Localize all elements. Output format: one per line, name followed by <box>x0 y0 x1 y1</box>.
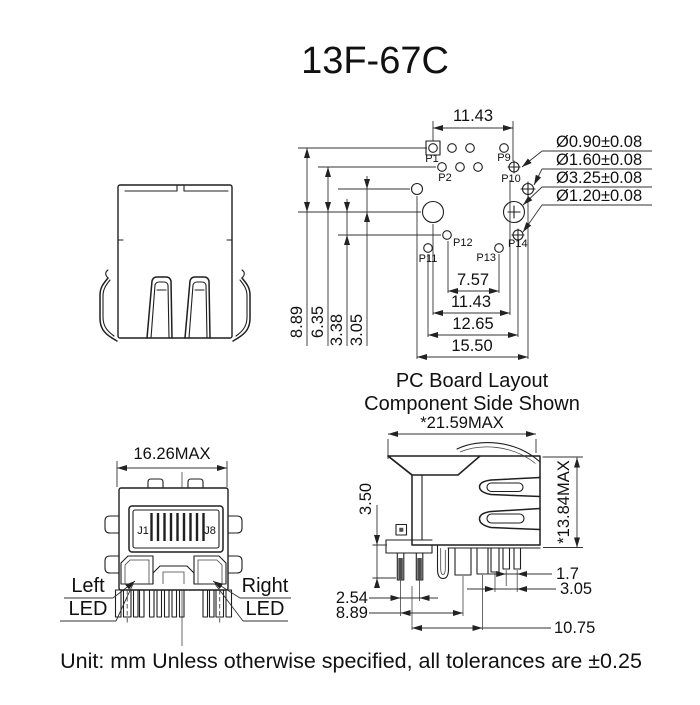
pin-label-p9: P9 <box>497 152 510 164</box>
callout-d160: Ø1.60±0.08 <box>556 151 642 169</box>
pin-label-p11: P11 <box>419 253 438 265</box>
pcb-ext-lines-bottom <box>416 180 529 359</box>
left-led-word1: Left <box>71 575 105 597</box>
top-view-latch-right <box>184 276 211 339</box>
pcb-dim-top-label: 11.43 <box>453 107 493 125</box>
pcb-caption-line2: Component Side Shown <box>364 393 580 415</box>
front-led-label-left: Left LED <box>60 575 136 622</box>
pin-label-p12: P12 <box>453 237 473 249</box>
side-dim-standoff-group: 3.50 <box>357 483 396 588</box>
pcb-dim-305: 3.05 <box>348 314 366 346</box>
side-dim-width: *21.59MAX <box>420 414 503 432</box>
callout-d120: Ø1.20±0.08 <box>556 187 642 205</box>
pcb-dim-1550: 15.50 <box>451 337 492 355</box>
front-jack-opening <box>128 505 224 553</box>
top-view-seam <box>124 184 229 192</box>
front-contact-comb <box>150 513 205 541</box>
side-dim-led-pitch: 2.54 <box>336 589 368 607</box>
side-body <box>385 441 541 554</box>
pcb-dim-889: 8.89 <box>288 306 306 338</box>
pcb-layout-view: 11.43 P1 P2 P9 P10 P11 <box>288 107 652 415</box>
right-led-word2: LED <box>246 598 285 620</box>
front-body <box>118 487 229 591</box>
pin-label-p13: P13 <box>476 252 496 264</box>
side-dim-pin-row: 3.05 <box>560 580 592 598</box>
pcb-dim-1143: 11.43 <box>451 293 491 311</box>
pcb-holes-medium <box>410 181 536 197</box>
front-contact-j8: J8 <box>204 525 216 537</box>
pcb-dim-1265: 12.65 <box>452 315 493 333</box>
front-led-leg-centerlines <box>126 590 221 623</box>
top-view <box>99 184 251 342</box>
side-dim-led-row: 8.89 <box>336 604 368 622</box>
front-view: 16.26MAX J1 J8 <box>60 445 291 646</box>
front-contact-j1: J1 <box>137 525 149 537</box>
side-dim-standoff: 3.50 <box>357 483 375 515</box>
top-view-body <box>117 184 233 339</box>
pcb-holes-lower <box>423 228 525 253</box>
side-legs <box>396 544 541 630</box>
callout-d325: Ø3.25±0.08 <box>556 169 642 187</box>
pcb-caption-line1: PC Board Layout <box>396 370 549 392</box>
pin-label-p10: P10 <box>501 173 521 185</box>
side-dim-depth: 10.75 <box>554 619 595 637</box>
side-view: *21.59MAX <box>336 414 595 637</box>
front-jack-opening-inner <box>132 509 220 549</box>
pcb-holes-row1 <box>425 140 509 156</box>
front-led-window-right <box>193 555 227 585</box>
front-led-label-right: Right LED <box>212 575 291 622</box>
drawing-title: 13F-67C <box>301 40 449 82</box>
callout-d090: Ø0.90±0.08 <box>556 133 642 151</box>
pcb-dim-635: 6.35 <box>309 306 327 338</box>
front-top-tabs <box>147 478 204 489</box>
pcb-holes-row2 <box>437 160 521 174</box>
front-legs <box>114 589 233 618</box>
front-side-bumps-right <box>227 515 243 574</box>
pcb-ext-lines-left <box>298 147 441 236</box>
pcb-holes-posts <box>421 200 526 224</box>
pin-label-p1: P1 <box>425 153 438 165</box>
front-side-bumps-left <box>104 515 120 574</box>
side-dim-pin-gap: 1.7 <box>556 565 579 583</box>
top-view-spring-arm-left <box>99 269 118 342</box>
front-center-tongue <box>152 565 195 585</box>
top-view-latch-left <box>146 276 173 339</box>
side-dims-bottom: 1.7 3.05 2.54 8.89 10.75 <box>336 565 595 637</box>
front-dim-width: 16.26MAX <box>133 445 210 463</box>
pin-label-p2: P2 <box>438 172 451 184</box>
pcb-callouts: Ø0.90±0.08 Ø1.60±0.08 Ø3.25±0.08 Ø1.20±0… <box>521 133 652 233</box>
front-ext-lines <box>116 461 228 487</box>
pcb-dims-left: 8.89 6.35 3.38 3.05 <box>288 148 370 346</box>
pcb-dim-338: 3.38 <box>328 314 346 346</box>
tolerance-note: Unit: mm Unless otherwise specified, all… <box>60 649 642 673</box>
front-led-window-left <box>120 555 154 585</box>
left-led-word2: LED <box>69 598 108 620</box>
side-dim-height: *13.84MAX <box>555 460 573 543</box>
right-led-word1: Right <box>242 575 289 597</box>
pcb-dims-bottom: 7.57 11.43 12.65 15.50 <box>417 271 528 360</box>
side-ext-right <box>542 456 583 548</box>
pcb-dim-757: 7.57 <box>457 271 489 289</box>
pin-label-p14: P14 <box>508 238 528 250</box>
top-view-spring-arm-right <box>232 269 251 342</box>
